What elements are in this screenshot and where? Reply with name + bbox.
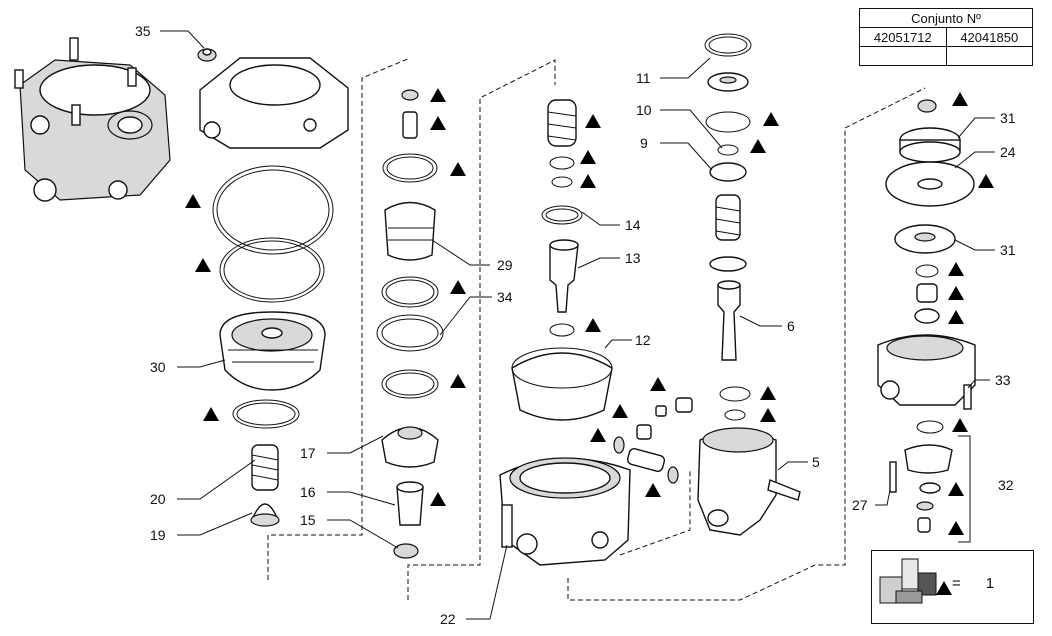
assembly-guide-lines: [267, 57, 971, 601]
callout-29: 29: [497, 257, 513, 273]
part-5-valve-body: [697, 427, 801, 536]
black-triangle-icon: [948, 286, 964, 300]
callout-leader-lines: [160, 30, 995, 620]
callout-14: 14: [625, 217, 641, 233]
part-30-housing: [219, 311, 326, 391]
callout-35: 35: [135, 23, 151, 39]
black-triangle-icon: [948, 310, 964, 324]
callout-33: 33: [995, 372, 1011, 388]
callout-19: 19: [150, 527, 166, 543]
black-triangle-icon: [590, 428, 606, 442]
kit-markers: [185, 88, 994, 535]
part-20-spring-and-seal: [232, 399, 300, 491]
conjunto-number-1: 42051712: [859, 27, 947, 47]
black-triangle-icon: [450, 162, 466, 176]
callout-16: 16: [300, 484, 316, 500]
black-triangle-icon: [580, 174, 596, 188]
conjunto-title: Conjunto Nº: [859, 8, 1033, 28]
black-triangle-icon: [952, 92, 968, 106]
callout-11: 11: [636, 70, 651, 86]
black-triangle-icon: [185, 194, 201, 208]
column-2-parts: [376, 89, 444, 559]
black-triangle-icon: [763, 112, 779, 126]
black-triangle-icon: [936, 581, 952, 595]
callout-30: 30: [150, 359, 166, 375]
column-3-parts: [511, 99, 613, 421]
black-triangle-icon: [585, 318, 601, 332]
legend-equals: =: [952, 575, 961, 592]
callout-32: 32: [998, 477, 1014, 493]
black-triangle-icon: [750, 139, 766, 153]
black-triangle-icon: [585, 114, 601, 128]
black-triangle-icon: [580, 150, 596, 164]
callout-31-bottom: 31: [1000, 242, 1016, 258]
black-triangle-icon: [430, 116, 446, 130]
callout-5: 5: [812, 454, 820, 470]
valve-cover-part: [199, 57, 349, 149]
conjunto-table: Conjunto Nº 42051712 42041850: [859, 8, 1033, 66]
black-triangle-icon: [760, 386, 776, 400]
black-triangle-icon: [195, 258, 211, 272]
callout-24: 24: [1000, 144, 1016, 160]
black-triangle-icon: [978, 174, 994, 188]
conjunto-empty-1: [859, 46, 947, 66]
black-triangle-icon: [450, 374, 466, 388]
callout-31-top: 31: [1000, 110, 1016, 126]
callout-15: 15: [300, 512, 316, 528]
part-22-main-body: [499, 457, 631, 566]
part-35-cap: [197, 48, 217, 62]
repair-kit-icon: [879, 558, 952, 604]
black-triangle-icon: [645, 483, 661, 497]
callout-22: 22: [440, 611, 456, 627]
legend-equation: = 1: [952, 575, 994, 592]
large-seal-rings: [212, 165, 334, 303]
small-piston-parts: [613, 397, 693, 484]
black-triangle-icon: [650, 377, 666, 391]
callout-20: 20: [150, 491, 166, 507]
column-5-parts: [877, 99, 976, 533]
callout-34: 34: [497, 289, 513, 305]
legend-value: 1: [985, 575, 995, 592]
callout-27: 27: [852, 497, 868, 513]
callout-17: 17: [300, 445, 316, 461]
black-triangle-icon: [612, 404, 628, 418]
black-triangle-icon: [430, 88, 446, 102]
callout-labels: 35 11 10 9 14 13 29 34 12 6 30 17 16 15 …: [135, 23, 1016, 627]
column-4-parts: [704, 33, 752, 421]
part-19-cone: [250, 503, 280, 527]
black-triangle-icon: [203, 407, 219, 421]
valve-assembly-illustration: [14, 37, 171, 202]
callout-9: 9: [640, 135, 648, 151]
black-triangle-icon: [430, 492, 446, 506]
black-triangle-icon: [760, 408, 776, 422]
black-triangle-icon: [948, 521, 964, 535]
conjunto-number-2: 42041850: [945, 27, 1033, 47]
black-triangle-icon: [952, 418, 968, 432]
black-triangle-icon: [948, 482, 964, 496]
callout-10: 10: [636, 102, 652, 118]
callout-12: 12: [635, 332, 651, 348]
kit-legend-box: = 1: [871, 550, 1034, 624]
callout-13: 13: [625, 250, 641, 266]
callout-6: 6: [787, 318, 795, 334]
black-triangle-icon: [450, 280, 466, 294]
conjunto-empty-2: [945, 46, 1033, 66]
black-triangle-icon: [948, 262, 964, 276]
